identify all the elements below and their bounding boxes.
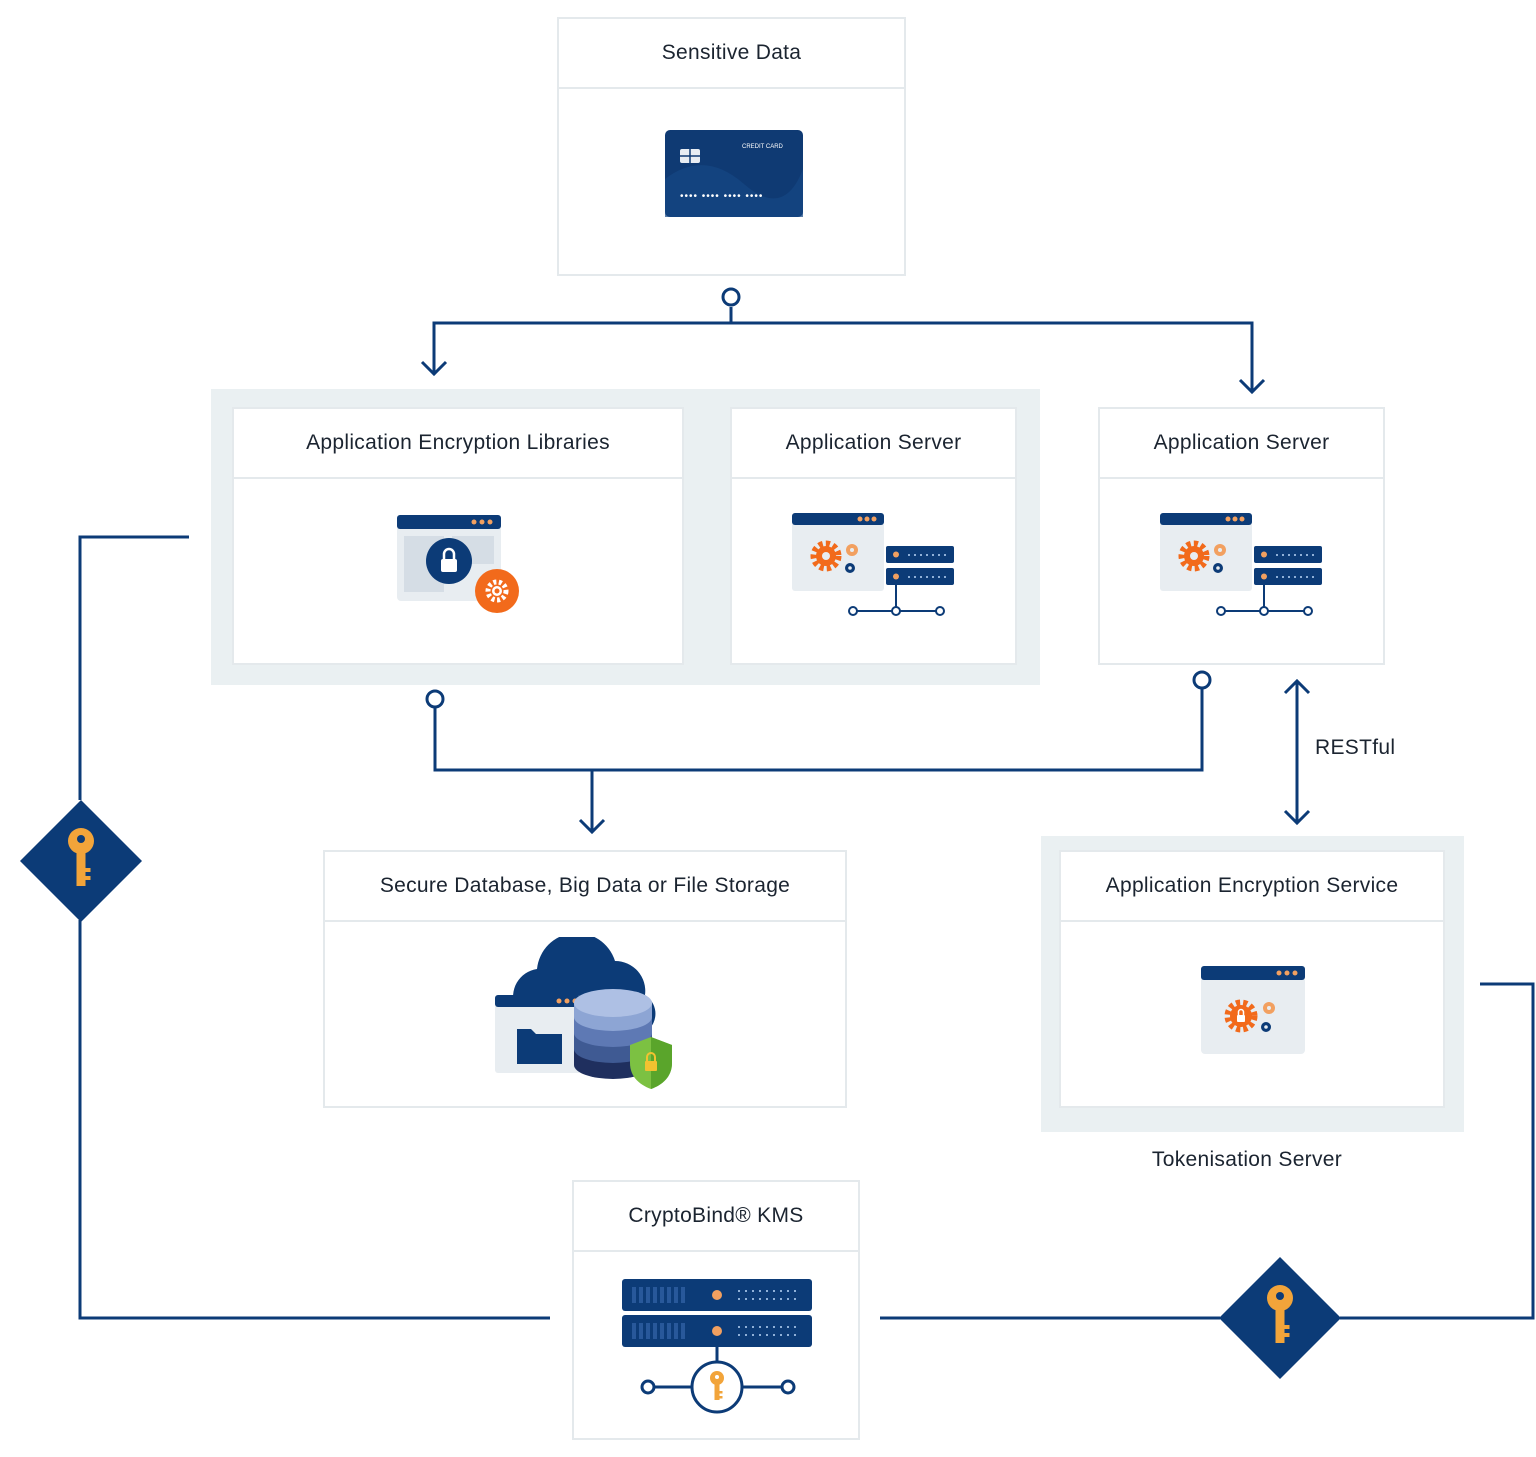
server-gear-icon bbox=[1160, 513, 1322, 616]
tokenisation-server-label: Tokenisation Server bbox=[1151, 1148, 1343, 1171]
node-title: Sensitive Data bbox=[559, 19, 904, 89]
credit-card-icon: CREDIT CARD •••• •••• •••• •••• bbox=[665, 130, 803, 217]
server-gear-icon bbox=[792, 513, 954, 616]
kms-server-icon bbox=[622, 1279, 812, 1414]
app-server-right-node: Application Server bbox=[1098, 407, 1385, 665]
key-icon bbox=[1219, 1257, 1341, 1379]
secure-storage-node: Secure Database, Big Data or File Storag… bbox=[323, 850, 847, 1108]
gear-window-icon bbox=[1201, 966, 1305, 1054]
node-title: Application Encryption Service bbox=[1061, 852, 1443, 922]
node-title: Secure Database, Big Data or File Storag… bbox=[325, 852, 845, 922]
sensitive-data-node: Sensitive Data CREDIT CARD •••• •••• •••… bbox=[557, 17, 906, 276]
app-encryption-libraries-node: Application Encryption Libraries bbox=[232, 407, 684, 665]
node-title: CryptoBind® KMS bbox=[574, 1182, 858, 1252]
cloud-database-icon bbox=[495, 937, 672, 1089]
card-text: CREDIT CARD bbox=[742, 144, 784, 150]
key-icon bbox=[20, 800, 142, 922]
lock-window-icon bbox=[397, 515, 519, 613]
card-number: •••• •••• •••• •••• bbox=[680, 191, 763, 202]
restful-label: RESTful bbox=[1315, 736, 1396, 759]
node-title: Application Encryption Libraries bbox=[234, 409, 682, 479]
node-title: Application Server bbox=[732, 409, 1015, 479]
app-encryption-service-node: Application Encryption Service bbox=[1059, 850, 1445, 1108]
node-title: Application Server bbox=[1100, 409, 1383, 479]
app-server-left-node: Application Server bbox=[730, 407, 1017, 665]
kms-node: CryptoBind® KMS bbox=[572, 1180, 860, 1440]
